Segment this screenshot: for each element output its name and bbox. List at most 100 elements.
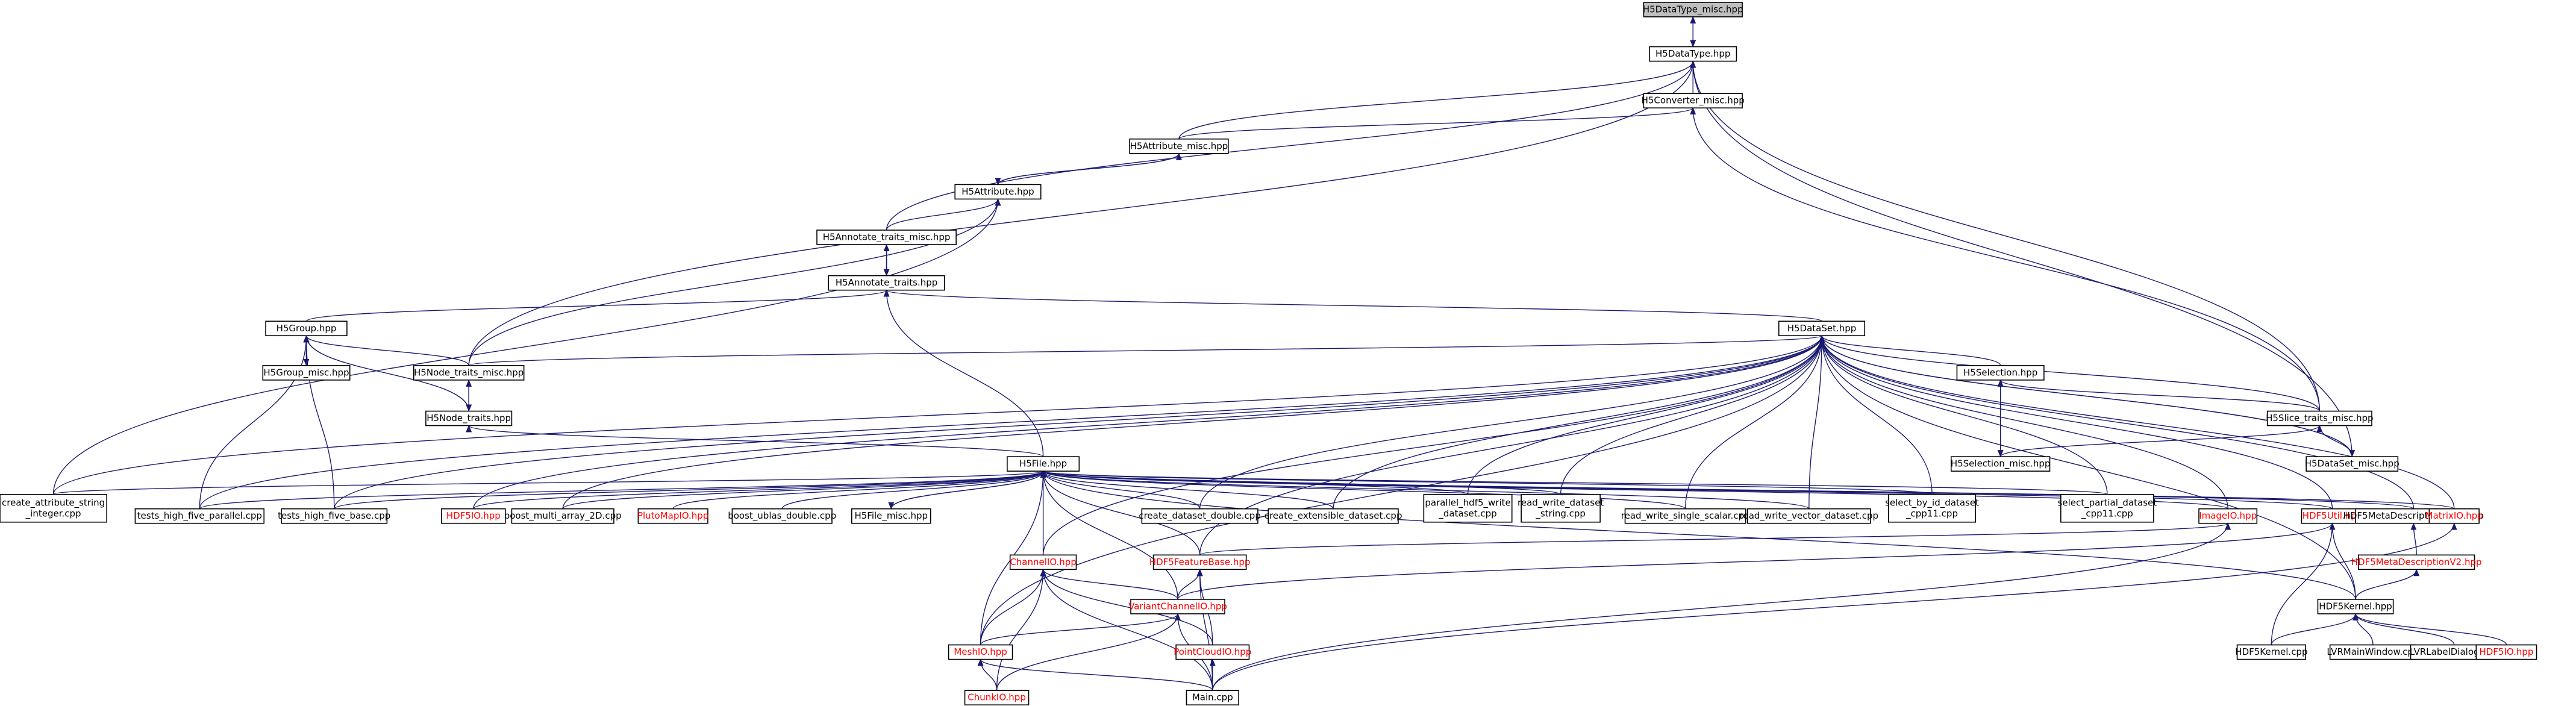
graph-node[interactable]: VariantChannelIO.hpp bbox=[1128, 599, 1227, 614]
node-box[interactable] bbox=[816, 230, 957, 245]
node-box[interactable] bbox=[2301, 508, 2364, 524]
graph-node[interactable]: HDF5Kernel.cpp bbox=[2235, 644, 2307, 660]
graph-node[interactable]: tests_high_five_base.cpp bbox=[278, 508, 390, 524]
node-box[interactable] bbox=[2475, 644, 2537, 660]
graph-node[interactable]: read_write_vector_dataset.cpp bbox=[1740, 508, 1878, 524]
node-box[interactable] bbox=[441, 508, 506, 524]
node-box[interactable] bbox=[851, 508, 931, 524]
graph-node[interactable]: H5DataType_misc.hpp bbox=[1643, 2, 1743, 17]
graph-node[interactable]: MatrixIO.hpp bbox=[2425, 508, 2483, 524]
node-box[interactable] bbox=[2428, 508, 2480, 524]
node-box[interactable] bbox=[1643, 93, 1743, 108]
node-box[interactable] bbox=[1129, 138, 1229, 154]
node-box[interactable] bbox=[511, 508, 614, 524]
graph-node[interactable]: create_dataset_double.cpp bbox=[1139, 508, 1261, 524]
graph-node[interactable]: H5DataType.hpp bbox=[1649, 46, 1737, 62]
node-box[interactable] bbox=[2060, 493, 2154, 523]
graph-node[interactable]: select_by_id_dataset_cpp11.cpp bbox=[1885, 493, 1979, 523]
graph-node[interactable]: HDF5Kernel.hpp bbox=[2317, 599, 2394, 614]
node-box[interactable] bbox=[1887, 493, 1977, 523]
node-box[interactable] bbox=[1643, 2, 1743, 17]
graph-node[interactable]: create_attribute_string_integer.cpp bbox=[0, 493, 108, 523]
node-box[interactable] bbox=[281, 508, 388, 524]
node-box[interactable] bbox=[1186, 690, 1239, 705]
node-box[interactable] bbox=[828, 275, 945, 291]
node-box[interactable] bbox=[954, 184, 1042, 200]
graph-node[interactable]: ChunkIO.hpp bbox=[964, 690, 1030, 705]
node-box[interactable] bbox=[265, 320, 348, 337]
graph-node[interactable]: LVRMainWindow.cpp bbox=[2327, 644, 2419, 660]
graph-node[interactable]: H5Annotate_traits_misc.hpp bbox=[816, 230, 957, 245]
dependency-edge bbox=[886, 198, 1001, 231]
graph-node[interactable]: ImageIO.hpp bbox=[2198, 508, 2258, 524]
node-box[interactable] bbox=[1649, 46, 1737, 62]
graph-node[interactable]: H5Annotate_traits.hpp bbox=[828, 275, 945, 291]
graph-node[interactable]: boost_multi_array_2D.cpp bbox=[504, 508, 622, 524]
node-label: read_write_vector_dataset.cpp bbox=[1740, 510, 1878, 522]
graph-node[interactable]: PointCloudIO.hpp bbox=[1174, 644, 1251, 660]
graph-node[interactable]: H5Slice_traits_misc.hpp bbox=[2266, 410, 2374, 426]
graph-node[interactable]: HDF5FeatureBase.hpp bbox=[1149, 554, 1251, 570]
node-box[interactable] bbox=[2358, 554, 2475, 570]
graph-node[interactable]: read_write_single_scalar.cpp bbox=[1621, 508, 1750, 524]
graph-node[interactable]: parallel_hdf5_write_dataset.cpp bbox=[1423, 493, 1513, 523]
node-box[interactable] bbox=[637, 508, 708, 524]
node-box[interactable] bbox=[1175, 644, 1250, 660]
graph-node[interactable]: HDF5IO.hpp bbox=[2475, 644, 2537, 660]
graph-node[interactable]: read_write_dataset_string.cpp bbox=[1518, 493, 1604, 523]
graph-node[interactable]: H5Node_traits_misc.hpp bbox=[413, 365, 525, 381]
graph-node[interactable]: H5Selection_misc.hpp bbox=[1950, 456, 2051, 472]
graph-node[interactable]: create_extensible_dataset.cpp bbox=[1265, 508, 1402, 524]
graph-node[interactable]: H5Group_misc.hpp bbox=[262, 365, 351, 381]
graph-node[interactable]: H5DataSet.hpp bbox=[1778, 320, 1866, 337]
node-box[interactable] bbox=[413, 365, 525, 381]
graph-node[interactable]: ChannelIO.hpp bbox=[1009, 554, 1077, 570]
node-box[interactable] bbox=[2306, 456, 2399, 472]
node-box[interactable] bbox=[1956, 365, 2045, 381]
node-box[interactable] bbox=[1746, 508, 1871, 524]
node-box[interactable] bbox=[1423, 493, 1513, 523]
graph-node[interactable]: H5DataSet_misc.hpp bbox=[2305, 456, 2399, 472]
node-box[interactable] bbox=[1007, 456, 1080, 472]
graph-node[interactable]: PlutoMapIO.hpp bbox=[637, 508, 708, 524]
node-box[interactable] bbox=[1268, 508, 1399, 524]
node-box[interactable] bbox=[425, 410, 513, 426]
node-box[interactable] bbox=[2317, 599, 2394, 614]
graph-node[interactable]: HDF5MetaDescriptionV2.hpp bbox=[2351, 554, 2482, 570]
dependency-edge bbox=[883, 289, 1044, 457]
node-box[interactable] bbox=[964, 690, 1030, 705]
node-box[interactable] bbox=[1130, 599, 1225, 614]
node-box[interactable] bbox=[1521, 493, 1601, 523]
graph-node[interactable]: MeshIO.hpp bbox=[948, 644, 1013, 660]
node-box[interactable] bbox=[1141, 508, 1258, 524]
graph-node[interactable]: H5Selection.hpp bbox=[1956, 365, 2045, 381]
graph-node[interactable]: H5File_misc.hpp bbox=[851, 508, 931, 524]
node-box[interactable] bbox=[2198, 508, 2258, 524]
node-box[interactable] bbox=[2329, 644, 2416, 660]
node-box[interactable] bbox=[0, 493, 108, 523]
graph-node[interactable]: boost_ublas_double.cpp bbox=[728, 508, 836, 524]
graph-node[interactable]: H5File.hpp bbox=[1007, 456, 1080, 472]
graph-node[interactable]: H5Attribute.hpp bbox=[954, 184, 1042, 200]
graph-node[interactable]: H5Converter_misc.hpp bbox=[1642, 93, 1745, 108]
dependency-edge bbox=[1040, 470, 2108, 495]
graph-node[interactable]: Main.cpp bbox=[1186, 690, 1239, 705]
node-box[interactable] bbox=[1624, 508, 1746, 524]
node-box[interactable] bbox=[1152, 554, 1247, 570]
graph-node[interactable]: HDF5IO.hpp bbox=[441, 508, 506, 524]
graph-node[interactable]: H5Attribute_misc.hpp bbox=[1129, 138, 1229, 154]
node-box[interactable] bbox=[1950, 456, 2051, 472]
graph-node[interactable]: HDF5Util.hpp bbox=[2301, 508, 2364, 524]
node-box[interactable] bbox=[1778, 320, 1866, 337]
node-box[interactable] bbox=[134, 508, 264, 524]
node-box[interactable] bbox=[731, 508, 833, 524]
graph-node[interactable]: tests_high_five_parallel.cpp bbox=[134, 508, 264, 524]
graph-node[interactable]: select_partial_dataset_cpp11.cpp bbox=[2058, 493, 2157, 523]
graph-node[interactable]: H5Node_traits.hpp bbox=[425, 410, 513, 426]
graph-node[interactable]: H5Group.hpp bbox=[265, 320, 348, 337]
node-box[interactable] bbox=[948, 644, 1013, 660]
node-box[interactable] bbox=[2266, 410, 2372, 426]
node-box[interactable] bbox=[262, 365, 351, 381]
node-box[interactable] bbox=[2236, 644, 2307, 660]
node-box[interactable] bbox=[1009, 554, 1077, 570]
